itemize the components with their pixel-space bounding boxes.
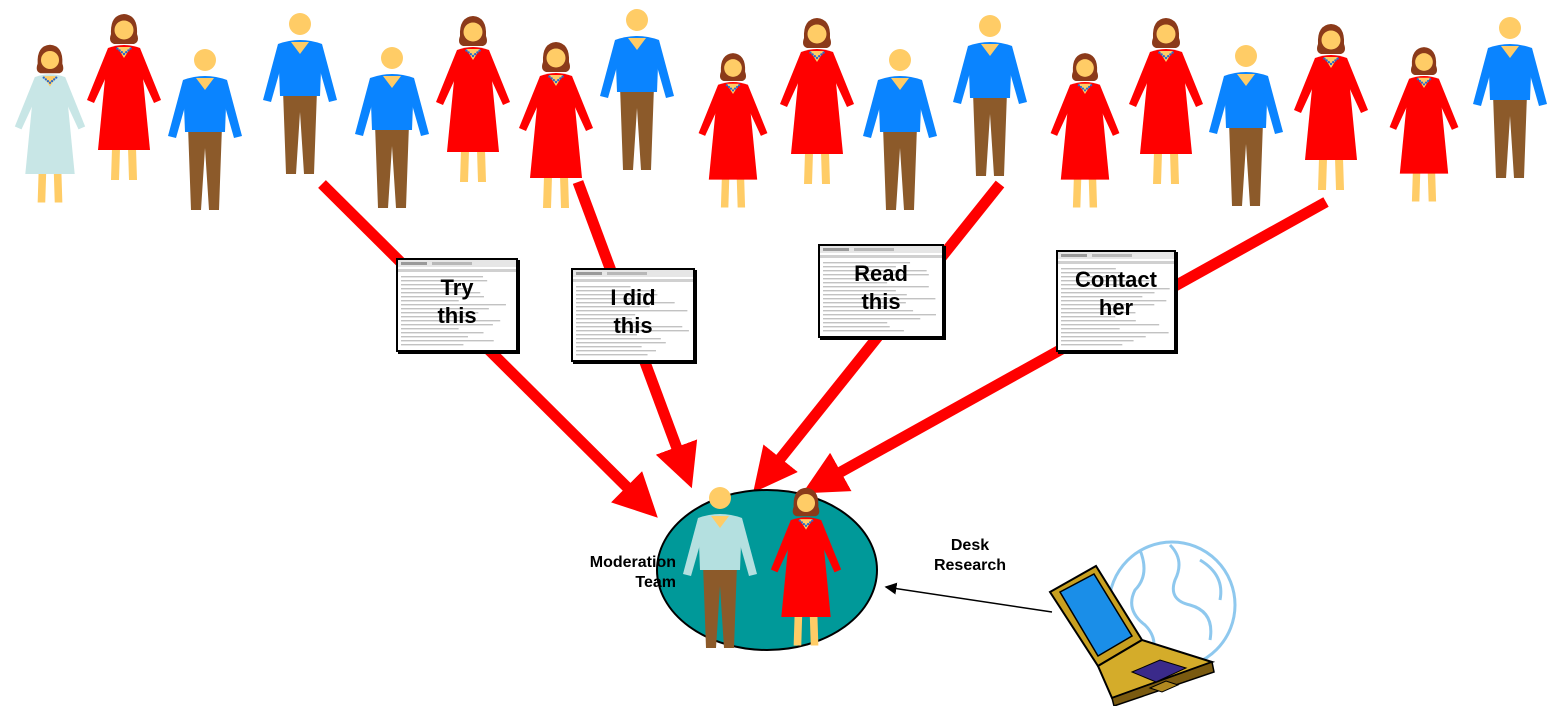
man-icon	[168, 49, 242, 210]
desk-research-source	[884, 540, 1237, 706]
woman-icon	[780, 18, 854, 184]
man-icon	[953, 15, 1027, 176]
man-icon	[1473, 17, 1547, 178]
man-icon	[263, 13, 337, 174]
woman-icon	[1389, 47, 1459, 202]
moderation-team-group	[656, 487, 878, 651]
woman-icon	[1050, 53, 1120, 208]
man-icon	[683, 487, 757, 648]
woman-icon	[519, 42, 593, 208]
message-card-try-this: Try this	[396, 258, 518, 352]
man-icon	[355, 47, 429, 208]
message-card-contact-her: Contact her	[1056, 250, 1176, 352]
document-icon	[820, 246, 942, 332]
message-label: Read this	[854, 261, 908, 314]
document-icon	[1058, 252, 1174, 346]
message-label: Contact her	[1075, 267, 1157, 320]
woman-icon	[770, 487, 842, 646]
moderation-team-label: Moderation Team	[589, 554, 676, 591]
woman-icon	[436, 16, 510, 182]
woman-icon	[87, 14, 161, 180]
woman-icon	[1129, 18, 1203, 184]
desk-research-arrow	[884, 582, 1053, 613]
document-icon	[573, 270, 693, 356]
community-members	[14, 9, 1547, 210]
man-icon	[863, 49, 937, 210]
woman-icon	[1294, 24, 1368, 190]
message-label: I did this	[610, 285, 656, 338]
laptop-icon	[1048, 564, 1216, 706]
message-card-i-did-this: I did this	[571, 268, 695, 362]
document-icon	[398, 260, 516, 346]
desk-research-label: Desk Research	[933, 537, 1007, 574]
man-icon	[1209, 45, 1283, 206]
man-icon	[600, 9, 674, 170]
woman-icon	[698, 53, 768, 208]
message-label: Try this	[437, 275, 477, 328]
message-card-read-this: Read this	[818, 244, 944, 338]
woman-icon	[14, 44, 86, 203]
